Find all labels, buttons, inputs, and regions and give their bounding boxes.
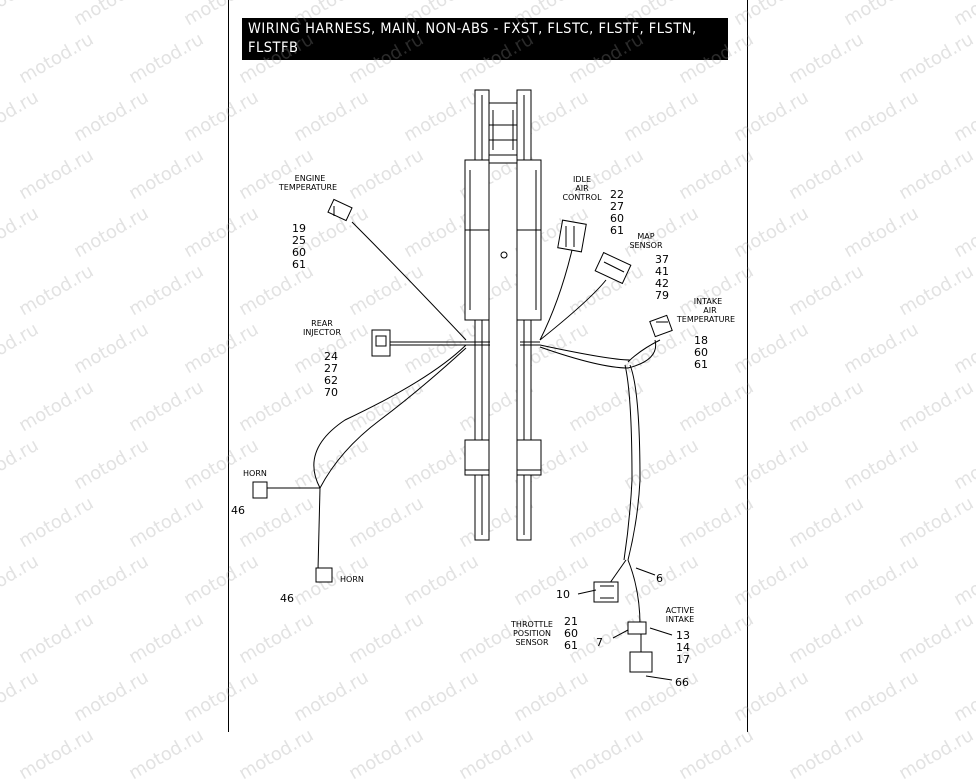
watermark-text: motod.ru bbox=[235, 724, 318, 784]
rear-injector-label-0: REAR bbox=[311, 319, 333, 328]
watermark-text: motod.ru bbox=[895, 724, 976, 784]
horn-lower-ref: 46 bbox=[280, 592, 294, 605]
active-intake-label-1: INTAKE bbox=[666, 615, 694, 624]
callouts: 6 10 7 66 bbox=[556, 572, 689, 689]
engine-temp-ref-0: 19 bbox=[292, 222, 306, 235]
label-horn-lower: HORN 46 bbox=[280, 575, 364, 605]
horn-lower-label: HORN bbox=[340, 575, 364, 584]
callout-6: 6 bbox=[656, 572, 663, 585]
frame-rail-right bbox=[516, 89, 542, 541]
map-sensor-label-1: SENSOR bbox=[629, 241, 662, 250]
intake-temp-connector bbox=[649, 314, 673, 338]
idle-air-ref-2: 60 bbox=[610, 212, 624, 225]
watermark-text: motod.ru bbox=[675, 724, 758, 784]
rear-injector-connector bbox=[371, 329, 391, 357]
engine-temp-label-0: ENGINE bbox=[295, 174, 326, 183]
wiring-diagram: ENGINE TEMPERATURE 19 25 60 61 IDLE AIR … bbox=[231, 89, 735, 689]
throttle-ref-2: 61 bbox=[564, 639, 578, 652]
frame-rail-left bbox=[464, 89, 490, 541]
idle-air-label-1: AIR bbox=[575, 184, 589, 193]
callout-66: 66 bbox=[675, 676, 689, 689]
active-intake-ref-1: 14 bbox=[676, 641, 690, 654]
engine-temp-label-1: TEMPERATURE bbox=[278, 183, 337, 192]
active-intake-ref-0: 13 bbox=[676, 629, 690, 642]
idle-air-ref-1: 27 bbox=[610, 200, 624, 213]
engine-temp-ref-2: 60 bbox=[292, 246, 306, 259]
harness-wires bbox=[266, 221, 661, 626]
throttle-connector bbox=[593, 581, 619, 603]
horn-upper-label: HORN bbox=[243, 469, 267, 478]
intake-temp-ref-2: 61 bbox=[694, 358, 708, 371]
idle-air-label-0: IDLE bbox=[573, 175, 591, 184]
map-sensor-ref-3: 79 bbox=[655, 289, 669, 302]
horn-upper-connector bbox=[252, 481, 268, 499]
throttle-ref-0: 21 bbox=[564, 615, 578, 628]
callout-10: 10 bbox=[556, 588, 570, 601]
active-intake-connector bbox=[627, 621, 653, 673]
throttle-label-0: THROTTLE bbox=[510, 620, 553, 629]
watermark-text: motod.ru bbox=[125, 724, 208, 784]
engine-temp-ref-1: 25 bbox=[292, 234, 306, 247]
label-throttle: THROTTLE POSITION SENSOR 21 60 61 bbox=[510, 615, 578, 652]
label-idle-air: IDLE AIR CONTROL 22 27 60 61 bbox=[562, 175, 624, 237]
rear-injector-ref-1: 27 bbox=[324, 362, 338, 375]
label-map-sensor: MAP SENSOR 37 41 42 79 bbox=[629, 232, 669, 302]
callout-7: 7 bbox=[596, 636, 603, 649]
leader-lines bbox=[577, 567, 673, 681]
active-intake-label-0: ACTIVE bbox=[666, 606, 695, 615]
intake-temp-label-1: AIR bbox=[703, 306, 717, 315]
horn-lower-connector bbox=[315, 567, 333, 583]
horn-upper-ref: 46 bbox=[231, 504, 245, 517]
engine-temp-ref-3: 61 bbox=[292, 258, 306, 271]
rear-injector-ref-2: 62 bbox=[324, 374, 338, 387]
active-intake-ref-2: 17 bbox=[676, 653, 690, 666]
label-horn-upper: HORN 46 bbox=[231, 469, 267, 517]
throttle-label-2: SENSOR bbox=[515, 638, 548, 647]
engine-temp-connector bbox=[327, 198, 353, 222]
label-engine-temp: ENGINE TEMPERATURE 19 25 60 61 bbox=[278, 174, 337, 271]
label-active-intake: ACTIVE INTAKE 13 14 17 bbox=[666, 606, 695, 666]
label-intake-temp: INTAKE AIR TEMPERATURE 18 60 61 bbox=[676, 297, 735, 371]
intake-temp-label-0: INTAKE bbox=[694, 297, 722, 306]
idle-air-ref-3: 61 bbox=[610, 224, 624, 237]
diagram-title: WIRING HARNESS, MAIN, NON-ABS - FXST, FL… bbox=[242, 18, 728, 60]
map-sensor-connector bbox=[594, 251, 632, 285]
idle-air-label-2: CONTROL bbox=[562, 193, 602, 202]
idle-air-ref-0: 22 bbox=[610, 188, 624, 201]
watermark-text: motod.ru bbox=[455, 724, 538, 784]
rear-injector-label-1: INJECTOR bbox=[303, 328, 342, 337]
idle-air-connector bbox=[557, 219, 587, 253]
throttle-ref-1: 60 bbox=[564, 627, 578, 640]
watermark-text: motod.ru bbox=[345, 724, 428, 784]
watermark-text: motod.ru bbox=[15, 724, 98, 784]
frame-hole bbox=[500, 251, 508, 259]
rear-injector-ref-0: 24 bbox=[324, 350, 338, 363]
intake-temp-label-2: TEMPERATURE bbox=[676, 315, 735, 324]
watermark-text: motod.ru bbox=[785, 724, 868, 784]
intake-temp-ref-0: 18 bbox=[694, 334, 708, 347]
frame-neck bbox=[488, 102, 518, 164]
map-sensor-label-0: MAP bbox=[637, 232, 654, 241]
intake-temp-ref-1: 60 bbox=[694, 346, 708, 359]
watermark-text: motod.ru bbox=[565, 724, 648, 784]
rear-injector-ref-3: 70 bbox=[324, 386, 338, 399]
map-sensor-ref-2: 42 bbox=[655, 277, 669, 290]
throttle-label-1: POSITION bbox=[513, 629, 551, 638]
map-sensor-ref-0: 37 bbox=[655, 253, 669, 266]
label-rear-injector: REAR INJECTOR 24 27 62 70 bbox=[303, 319, 342, 399]
map-sensor-ref-1: 41 bbox=[655, 265, 669, 278]
